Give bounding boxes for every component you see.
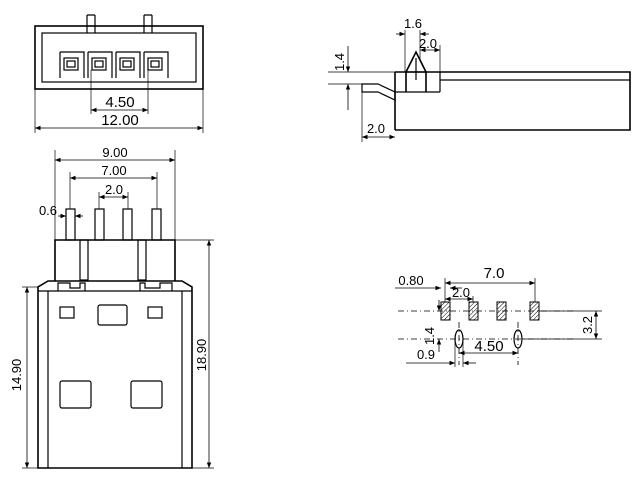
side-tip-width: 1.6 xyxy=(404,16,422,31)
side-body xyxy=(395,71,631,131)
front-housing xyxy=(37,280,193,469)
front-pin-leg-2 xyxy=(137,239,147,281)
front-upper-block xyxy=(54,239,176,281)
footprint-hole-spacing: 4.50 xyxy=(474,338,503,355)
footprint-depth: 3.2 xyxy=(580,316,595,334)
top-view-contacts xyxy=(59,51,169,78)
top-pitch-label: 4.50 xyxy=(105,94,134,111)
front-window-5 xyxy=(130,380,163,409)
side-contact-tip xyxy=(405,50,427,92)
top-view-pin-left xyxy=(86,14,96,33)
side-height-small: 1.4 xyxy=(332,53,347,71)
front-pin-4 xyxy=(151,208,162,241)
front-window-1 xyxy=(59,306,75,319)
footprint-row-height: 1.4 xyxy=(422,327,437,345)
footprint-pitch: 2.0 xyxy=(452,285,470,300)
side-latch xyxy=(361,83,396,101)
footprint-span: 7.0 xyxy=(484,265,505,282)
front-pin-3 xyxy=(122,208,133,241)
top-view-inner-body xyxy=(41,32,197,83)
front-total-height: 18.90 xyxy=(194,339,209,372)
front-window-4 xyxy=(59,380,92,409)
footprint-view: 7.0 0.80 2.0 1.4 0.9 4.50 3.2 xyxy=(395,265,602,367)
footprint-pad-size: 0.80 xyxy=(398,273,423,288)
top-width-label: 12.00 xyxy=(101,112,139,129)
front-view: 9.00 7.00 2.0 0.6 14.90 18.90 xyxy=(9,145,214,469)
front-pin-leg-1 xyxy=(79,239,89,281)
front-pin-2 xyxy=(94,208,105,241)
side-tip-offset: 2.0 xyxy=(419,36,437,51)
top-view-outer-body xyxy=(34,25,204,90)
top-view-pin-right xyxy=(143,14,153,33)
front-pin-1 xyxy=(65,208,76,241)
front-pin-width: 0.6 xyxy=(39,203,57,218)
front-pin-pitch: 2.0 xyxy=(105,182,123,197)
front-body-height: 14.90 xyxy=(9,359,24,392)
top-view: 4.50 12.00 xyxy=(34,14,204,133)
side-view: 1.6 2.0 1.4 2.0 xyxy=(328,16,631,142)
front-inner-pins: 7.00 xyxy=(101,163,126,178)
footprint-hole: 0.9 xyxy=(417,347,435,362)
side-bottom-offset: 2.0 xyxy=(367,121,385,136)
front-window-3 xyxy=(147,306,163,319)
front-window-2 xyxy=(97,304,128,326)
front-outer-pins: 9.00 xyxy=(102,145,127,160)
